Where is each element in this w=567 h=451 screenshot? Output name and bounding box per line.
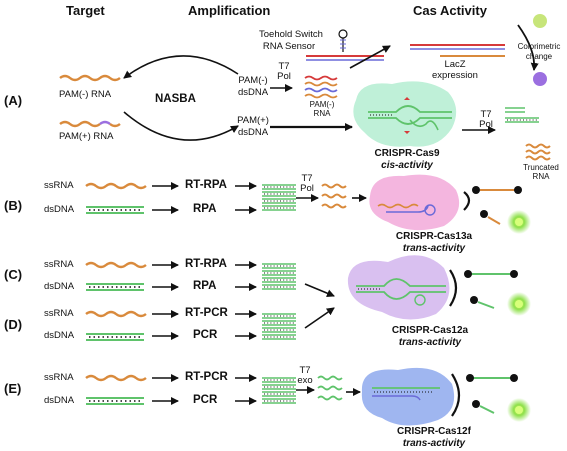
panel-e-ssrna: ssRNA <box>44 372 74 383</box>
panel-e-graphics <box>84 367 531 426</box>
colorimetric-label-2: change <box>525 52 553 61</box>
t7pol-a2-label-2: Pol <box>479 119 493 130</box>
panel-d-amp1: RT-PCR <box>185 307 228 319</box>
panel-c-amp2: RPA <box>193 280 217 292</box>
pam-plus-dsdna-label-1: PAM(+) <box>237 115 269 126</box>
lacz-label-1: LacZ <box>444 59 466 70</box>
panel-d-label: (D) <box>4 317 23 332</box>
panel-e-amp1: RT-PCR <box>185 371 228 383</box>
panel-c-ssrna: ssRNA <box>44 259 74 270</box>
panel-b-graphics <box>84 174 531 234</box>
toehold-label-1: Toehold Switch <box>259 29 323 40</box>
panel-e-label: (E) <box>4 381 22 396</box>
panel-d-ssrna: ssRNA <box>44 308 74 319</box>
cas12f-name: CRISPR-Cas12f <box>397 426 471 437</box>
header-amplification: Amplification <box>188 3 271 18</box>
cas12a-name: CRISPR-Cas12a <box>391 325 469 336</box>
header-cas-activity: Cas Activity <box>413 3 487 18</box>
pam-plus-rna-label: PAM(+) RNA <box>59 131 114 142</box>
cas13a-activity: trans-activity <box>402 243 466 254</box>
cas12f-activity: trans-activity <box>402 438 466 449</box>
panel-c-amp1: RT-RPA <box>185 258 227 270</box>
cas12a-activity: trans-activity <box>398 337 462 348</box>
truncated-rna-label-1: Truncated <box>523 163 559 172</box>
panel-d-dsdna: dsDNA <box>44 330 75 341</box>
pam-minus-dsdna-label-2: dsDNA <box>237 87 269 98</box>
toehold-label-2: RNA Sensor <box>262 41 316 52</box>
panel-b-dsdna: dsDNA <box>44 204 75 215</box>
truncated-rna-label-2: RNA <box>532 172 550 181</box>
pam-minus-rna-small-2: RNA <box>313 109 331 118</box>
panel-cd-graphics <box>84 255 531 341</box>
pam-minus-dsdna-label-1: PAM(-) <box>238 75 268 86</box>
t7exo-label-2: exo <box>297 375 313 386</box>
panel-b-label: (B) <box>4 198 23 213</box>
panel-b-amp1: RT-RPA <box>185 179 227 191</box>
header-target: Target <box>66 3 105 18</box>
pam-minus-rna-small-1: PAM(-) <box>309 100 335 109</box>
panel-c-dsdna: dsDNA <box>44 281 75 292</box>
pam-plus-dsdna-label-2: dsDNA <box>237 127 269 138</box>
t7pol-a-label-2: Pol <box>277 71 291 82</box>
cas9-activity: cis-activity <box>381 160 433 171</box>
panel-e-amp2: PCR <box>193 394 218 406</box>
cas13a-name: CRISPR-Cas13a <box>395 231 473 242</box>
t7pol-a-label-1: T7 <box>278 61 290 72</box>
cas9-name: CRISPR-Cas9 <box>374 148 440 159</box>
t7pol-b-label-2: Pol <box>300 183 314 194</box>
panel-b-ssrna: ssRNA <box>44 180 74 191</box>
lacz-label-2: expression <box>432 70 478 81</box>
nasba-label: NASBA <box>155 93 196 105</box>
t7pol-b-label-1: T7 <box>301 173 313 184</box>
panel-a-graphics <box>58 14 551 161</box>
panel-c-label: (C) <box>4 267 23 282</box>
colorimetric-label-1: Colorimetric <box>517 42 561 51</box>
t7exo-label-1: T7 <box>299 365 311 376</box>
t7pol-a2-label-1: T7 <box>480 109 492 120</box>
panel-e-dsdna: dsDNA <box>44 395 75 406</box>
pam-minus-rna-label: PAM(-) RNA <box>59 89 112 100</box>
panel-b-amp2: RPA <box>193 203 217 215</box>
panel-a-label: (A) <box>4 93 23 108</box>
panel-d-amp2: PCR <box>193 329 218 341</box>
